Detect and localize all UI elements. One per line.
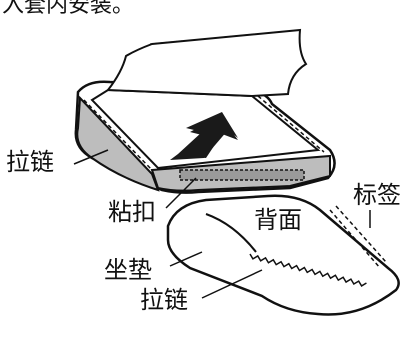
seat-cushion bbox=[166, 194, 400, 316]
label-tag: 标签 bbox=[353, 181, 401, 209]
fabric-flap bbox=[106, 28, 308, 98]
label-zipper-cover: 拉链 bbox=[6, 148, 54, 176]
cushion-zipper bbox=[249, 253, 367, 287]
label-seat-cushion: 坐垫 bbox=[104, 256, 152, 284]
label-back: 背面 bbox=[254, 206, 302, 234]
label-velcro: 粘扣 bbox=[108, 198, 156, 226]
label-zipper-cushion: 拉链 bbox=[140, 286, 188, 314]
cover-side-band bbox=[76, 95, 160, 192]
header-text: 入套内安装。 bbox=[2, 0, 135, 18]
tag-marker bbox=[329, 209, 381, 269]
velcro-patch bbox=[179, 169, 305, 181]
